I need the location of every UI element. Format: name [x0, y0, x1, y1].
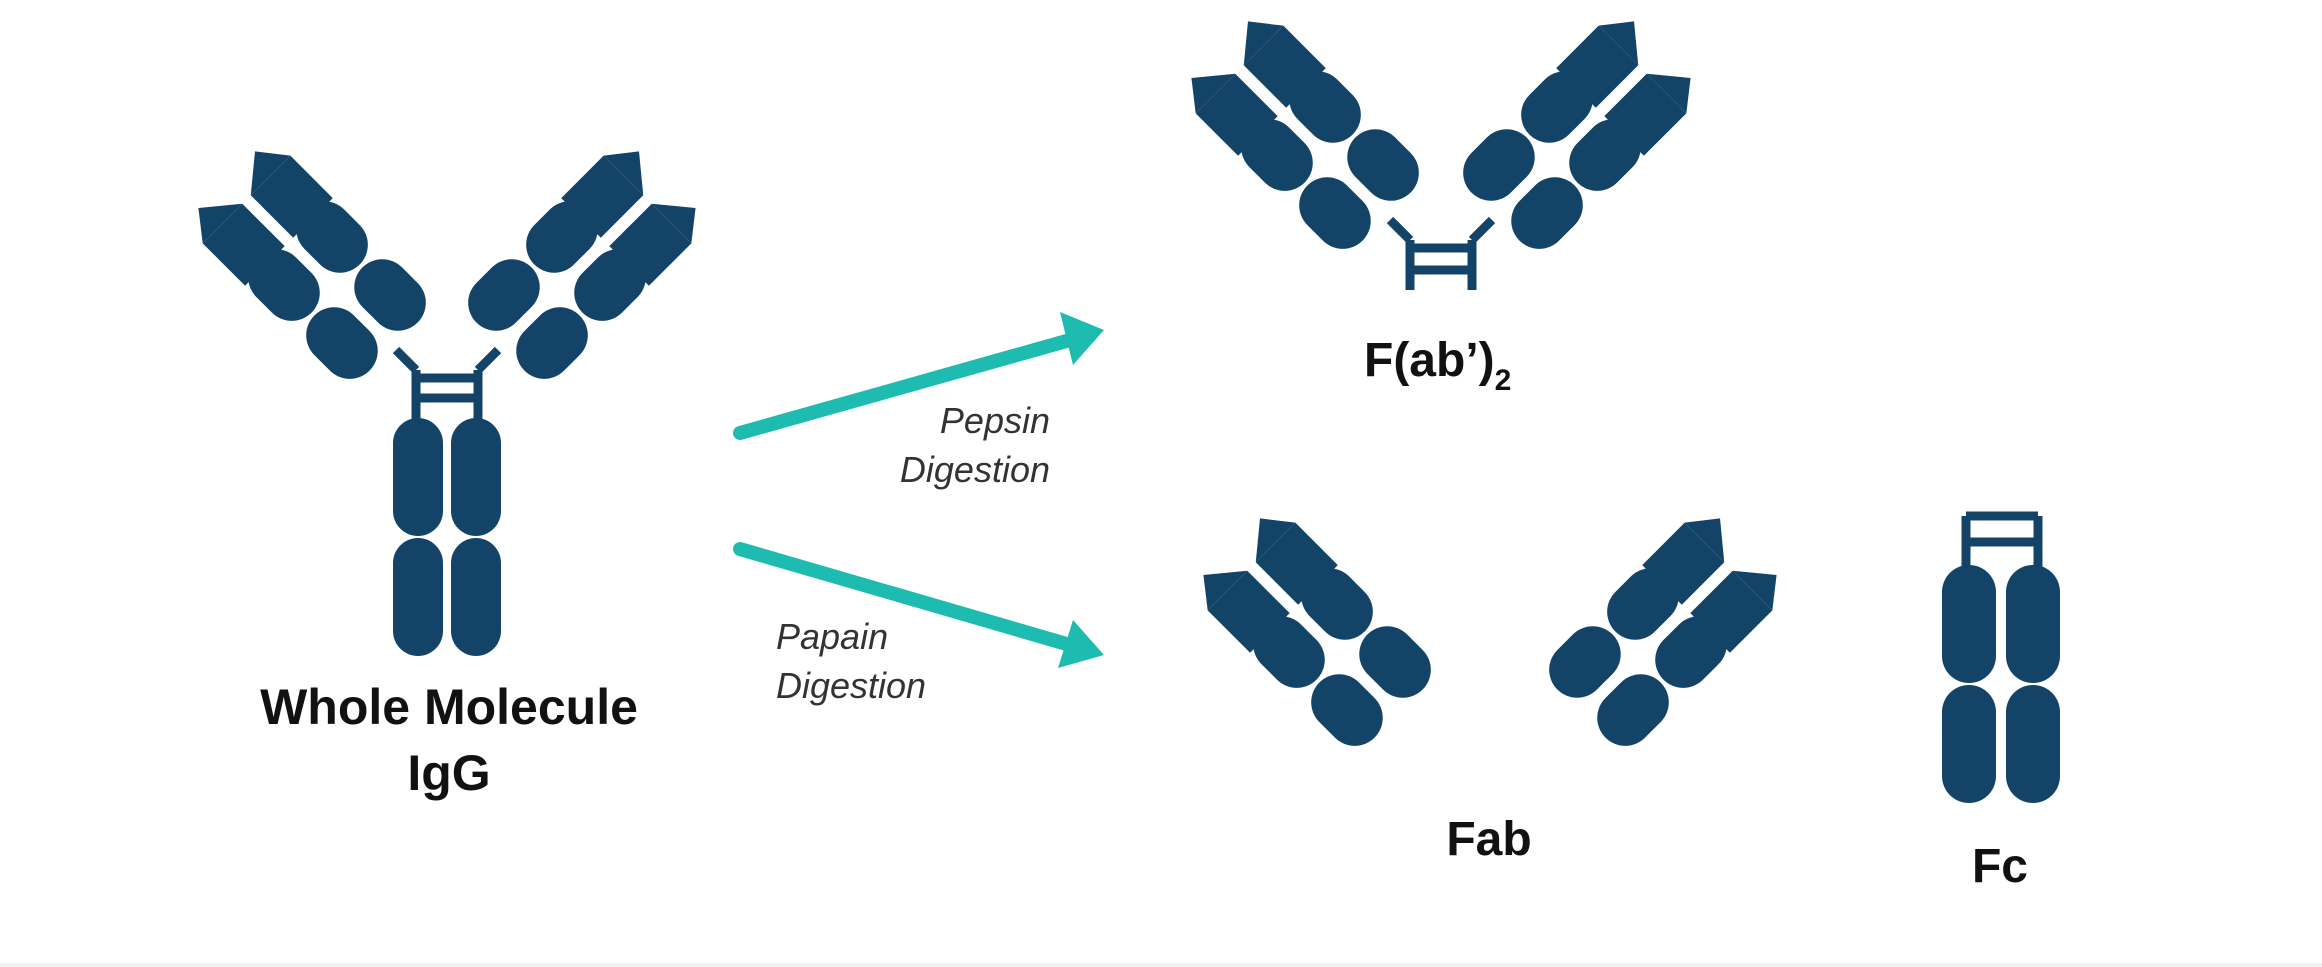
igg-label: IgG	[407, 745, 490, 801]
pepsin-label: Pepsin	[940, 400, 1050, 441]
fab2-label-subscript: 2	[1495, 364, 1512, 397]
fab2-fragment-icon	[1191, 21, 1691, 290]
igg-antibody-icon	[198, 151, 696, 656]
whole-molecule-label: Whole Molecule	[260, 679, 638, 735]
pepsin-arrow	[733, 312, 1104, 440]
bottom-divider	[0, 963, 2322, 967]
papain-digestion-label: Digestion	[776, 665, 926, 706]
papain-label: Papain	[776, 616, 888, 657]
fab2-label: F(ab’)2	[1364, 334, 1511, 397]
fab-fragment-left-icon	[1203, 518, 1431, 746]
fc-fragment-icon	[1942, 511, 2060, 803]
pepsin-digestion-label: Digestion	[900, 449, 1050, 490]
fab-label: Fab	[1446, 813, 1531, 866]
fab-fragment-right-icon	[1549, 518, 1777, 746]
fab2-label-main: F(ab’)	[1364, 334, 1495, 387]
papain-arrow	[733, 542, 1104, 668]
fc-label: Fc	[1972, 840, 2028, 893]
